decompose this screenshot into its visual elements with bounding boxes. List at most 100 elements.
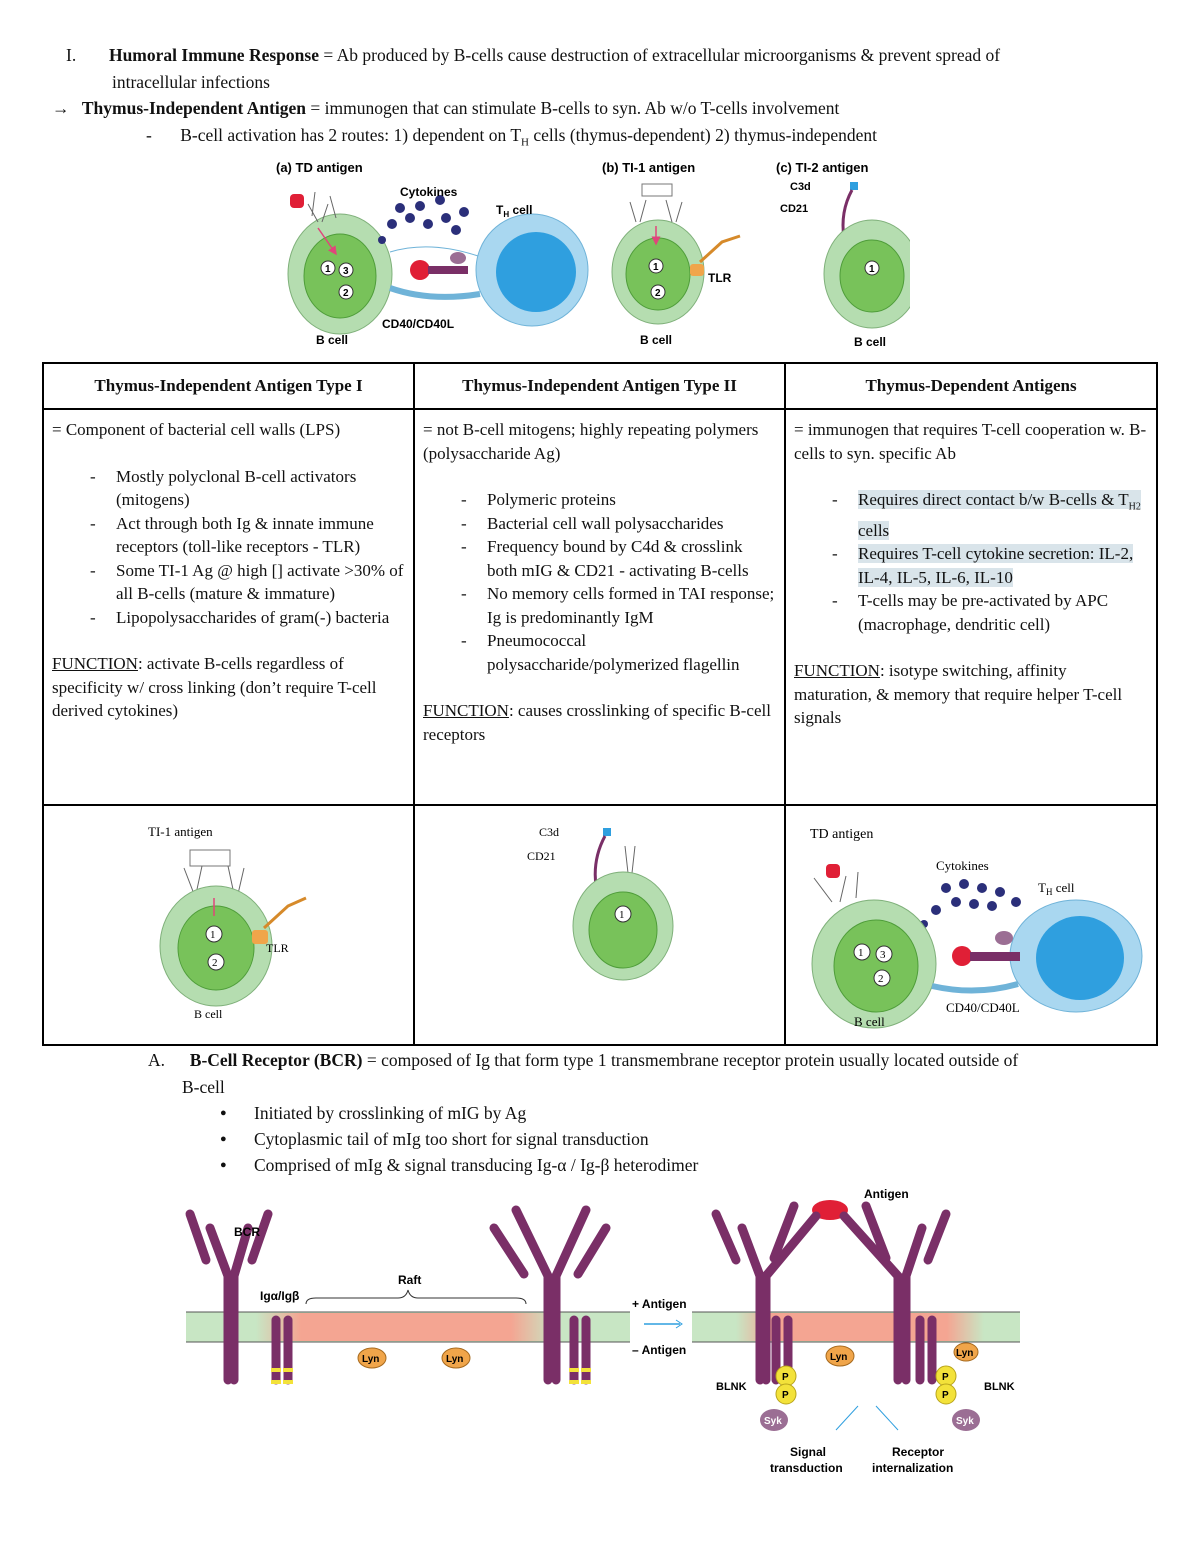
routes-sub: H [521,136,529,149]
cd21-label: CD21 [780,203,808,215]
list-item: Lipopolysaccharides of gram(-) bacteria [52,606,405,630]
table-image-row: TI-1 antigen TLR 1 2 B cell [42,804,1158,1046]
list-item: T-cells may be pre-activated by APC (mac… [794,589,1148,636]
td-pic-th: T [1038,880,1046,895]
header-td: Thymus-Dependent Antigens [784,362,1158,410]
td-pic-th-suffix: cell [1052,880,1074,895]
ti2-bcell [823,219,910,329]
list-item: Mostly polyclonal B-cell activators (mit… [52,465,405,512]
function-label: FUNCTION [52,654,138,673]
svg-text:TH cell: TH cell [496,203,532,219]
ti2-illustration: C3d CD21 1 [415,806,784,1044]
header-ti-type-1: Thymus-Independent Antigen Type I [42,362,415,410]
list-item: Requires direct contact b/w B-cells & TH… [794,488,1148,542]
humoral-definition-continued: intracellular infections [112,72,270,92]
section-numeral: I. [66,45,77,65]
tlr-label-b: TLR [708,271,732,285]
cytokines-label: Cytokines [400,185,458,199]
list-item: Bacterial cell wall polysaccharides [423,512,776,536]
receptor-label-1: Receptor [892,1445,944,1459]
cd40-label: CD40/CD40L [382,317,454,331]
phospho-label: P [782,1372,789,1383]
lyn-label: Lyn [362,1354,379,1365]
panel-b-title: (b) TI-1 antigen [602,160,695,175]
syk-label: Syk [764,1416,782,1427]
bcell-label-c: B cell [854,335,886,349]
bcr-figure: BCR Igα/Igβ Raft Lyn Lyn + Antigen – Ant… [185,1187,1020,1475]
list-item: Pneumococcal polysaccharide/polymerized … [423,629,776,676]
bcell-activation-routes: - B-cell activation has 2 routes: 1) dep… [146,123,877,155]
list-item: No memory cells formed in TAI response; … [423,582,776,629]
item-text-end: cells [858,520,890,540]
ti2-list: Polymeric proteins Bacterial cell wall p… [423,488,776,676]
syk-kinase [760,1409,788,1431]
ti2-pic-c3d: C3d [539,825,559,839]
function-text: : causes crosslinking of specific B-cell… [423,701,771,744]
phospho-label: P [782,1390,789,1401]
ti1-function: FUNCTION: activate B-cells regardless of… [52,652,405,723]
td-definition: = immunogen that requires T-cell coopera… [794,420,1147,463]
bcr-bullet-list: Initiated by crosslinking of mIG by Ag C… [220,1100,698,1178]
receptor-label-2: internalization [872,1461,953,1475]
lyn-kinase [953,1342,979,1362]
ti1-illustration: TI-1 antigen TLR 1 2 B cell [44,806,413,1044]
ti1-diagram: TI-1 antigen TLR 1 2 B cell [148,824,307,1021]
td-pic-step-1: 1 [858,947,864,959]
bcell-label-b: B cell [640,333,672,347]
list-item: Act through both Ig & innate immune rece… [52,512,405,559]
step-3: 3 [343,266,349,277]
section-heading-humoral: I. Humoral Immune Response = Ab produced… [66,43,1000,67]
bcr-label: BCR [234,1225,260,1239]
td-diagram: TD antigen Cytokines TH cell [810,827,1143,1029]
routes-text: B-cell activation has 2 routes: 1) depen… [180,125,522,145]
signal-label-2: transduction [770,1461,843,1475]
ti2-definition: = not B-cell mitogens; highly repeating … [423,420,759,463]
bcr-definition: = composed of Ig that form type 1 transm… [362,1050,1019,1070]
step-1-c: 1 [869,264,875,275]
tlr-receptor [690,264,704,276]
list-item: Requires T-cell cytokine secretion: IL-2… [794,542,1148,589]
th-cell-t: T [496,203,504,217]
routes-text-end: cells (thymus-dependent) 2) thymus-indep… [529,125,877,145]
antigen-blob [812,1200,848,1220]
ti-antigen-definition: = immunogen that can stimulate B-cells t… [306,98,840,118]
bcr-receptor-left-2 [489,1205,611,1385]
td-pic-th-sub: H [1046,887,1053,897]
syk-kinase [952,1409,980,1431]
list-item: Cytoplasmic tail of mIg too short for si… [220,1126,698,1152]
td-list: Requires direct contact b/w B-cells & TH… [794,488,1148,636]
td-antigen [290,194,304,208]
ti2-diagram: C3d CD21 1 [527,825,674,981]
ti-antigen-term: Thymus-Independent Antigen [81,98,307,118]
ti-antigen-line: → Thymus-Independent Antigen = immunogen… [52,96,839,120]
ti1-pic-bcell: B cell [194,1007,223,1021]
raft-region-left [256,1313,556,1341]
lyn-kinase [441,1347,471,1369]
list-item: Frequency bound by C4d & crosslink both … [423,535,776,582]
ti1-cell: = Component of bacterial cell walls (LPS… [44,410,413,729]
td-cell: = immunogen that requires T-cell coopera… [786,410,1156,736]
ti1-pic-title: TI-1 antigen [148,824,213,839]
header-ti-type-2: Thymus-Independent Antigen Type II [413,362,786,410]
th-cell [475,213,589,327]
panel-a-title: (a) TD antigen [276,160,363,175]
ti1-definition: = Component of bacterial cell walls (LPS… [52,420,341,439]
minus-antigen-label: – Antigen [632,1343,686,1357]
step-2: 2 [343,288,349,299]
section-letter: A. [148,1050,166,1070]
bcr-definition-continued: B-cell [182,1077,225,1097]
item-sub: H2 [1128,501,1141,513]
lyn-kinase [357,1347,387,1369]
mhc-tcr-complex [410,260,430,280]
lyn-kinase [825,1345,855,1367]
step-2-b: 2 [655,288,661,299]
bcr-crosslinked-left [711,1201,821,1385]
td-pic-title: TD antigen [810,827,873,842]
internalization-arrow [875,1405,899,1431]
td-pic-cytokines: Cytokines [936,858,989,873]
blnk-label-right: BLNK [984,1381,1015,1393]
list-item: Polymeric proteins [423,488,776,512]
td-pic-step-2: 2 [878,973,884,985]
ti2-function: FUNCTION: causes crosslinking of specifi… [423,699,776,746]
top-antigen-figure: (a) TD antigen Cytokines TH cell 1 3 2 C… [276,160,910,349]
